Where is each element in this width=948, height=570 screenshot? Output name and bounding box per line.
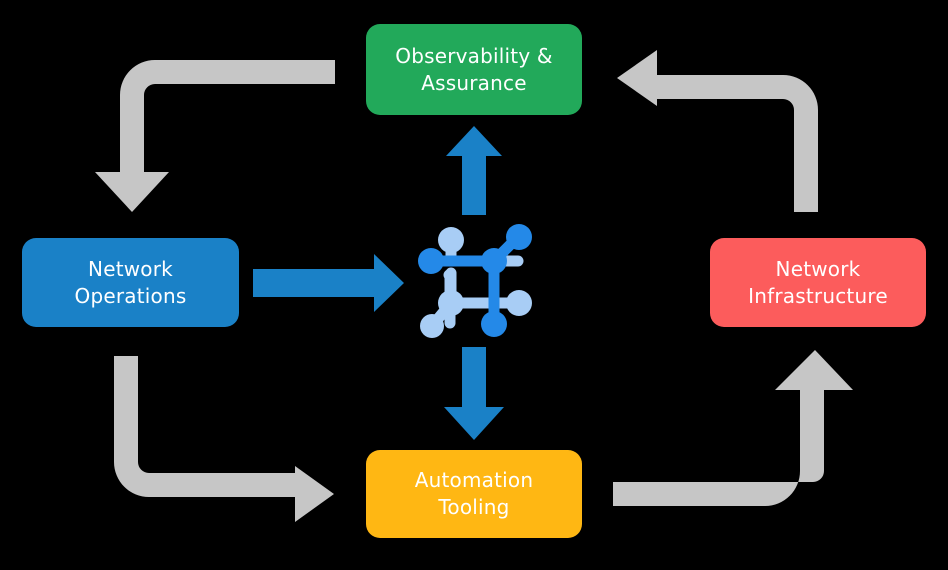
connector-operations-to-hub <box>253 254 404 312</box>
network-topology-icon <box>418 224 532 338</box>
node-box-network-infrastructure[interactable]: Network Infrastructure <box>710 238 926 327</box>
connector-infrastructure-to-observability <box>617 50 818 212</box>
node-label-network-operations: Network Operations <box>74 256 187 308</box>
node-box-network-operations[interactable]: Network Operations <box>22 238 239 327</box>
topology-light-nodes <box>420 227 532 338</box>
connector-observability-to-operations <box>95 60 335 212</box>
connector-hub-to-observability <box>446 126 502 215</box>
node-label-network-infrastructure: Network Infrastructure <box>748 256 888 308</box>
topology-dark-nodes <box>418 224 532 337</box>
node-box-automation-tooling[interactable]: Automation Tooling <box>366 450 582 538</box>
connector-hub-to-automation <box>444 347 504 440</box>
connector-operations-to-automation <box>114 356 334 522</box>
node-label-automation-tooling: Automation Tooling <box>414 468 534 519</box>
connector-automation-to-infrastructure <box>613 350 853 506</box>
node-box-observability[interactable]: Observability & Assurance <box>366 24 582 115</box>
node-label-observability: Observability & Assurance <box>395 43 553 95</box>
